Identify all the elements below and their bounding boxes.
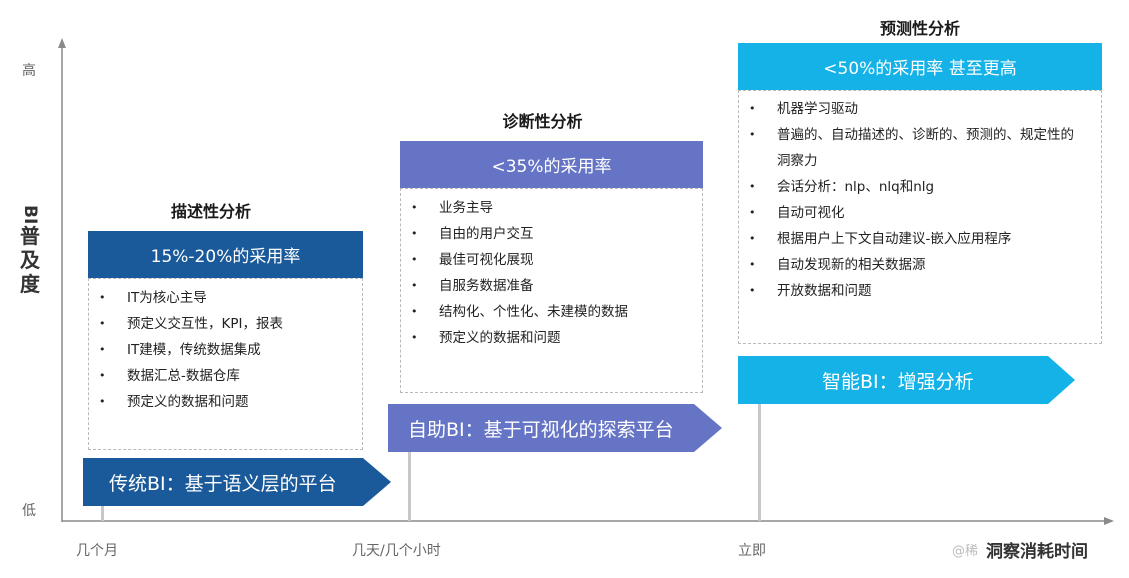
connector-line-2 xyxy=(408,450,411,521)
stage-2-list: 业务主导 自由的用户交互 最佳可视化展现 自服务数据准备 结构化、个性化、未建模… xyxy=(401,195,702,351)
y-title-bi: BI xyxy=(20,205,40,225)
x-tick-instant: 立即 xyxy=(738,543,766,559)
x-axis-title: 洞察消耗时间 xyxy=(986,542,1088,562)
list-item: 普遍的、自动描述的、诊断的、预测的、规定性的洞察力 xyxy=(739,122,1101,174)
stage-3-rate-bar: <50%的采用率 甚至更高 xyxy=(738,43,1102,90)
list-item: 自服务数据准备 xyxy=(401,273,702,299)
y-low-label: 低 xyxy=(22,503,36,519)
stage-1-card: IT为核心主导 预定义交互性，KPI，报表 IT建模，传统数据集成 数据汇总-数… xyxy=(88,278,363,450)
x-tick-months: 几个月 xyxy=(76,543,118,559)
stage-2-card: 业务主导 自由的用户交互 最佳可视化展现 自服务数据准备 结构化、个性化、未建模… xyxy=(400,188,703,393)
list-item: IT为核心主导 xyxy=(89,285,362,311)
stage-2-title: 诊断性分析 xyxy=(502,112,583,131)
list-item: 最佳可视化展现 xyxy=(401,247,702,273)
stage-1-arrow-shape xyxy=(83,458,391,506)
stage-1-title: 描述性分析 xyxy=(170,202,251,221)
list-item: 自动可视化 xyxy=(739,200,1101,226)
connector-line-3 xyxy=(758,404,761,521)
watermark-prefix: @稀 xyxy=(952,544,979,559)
list-item: 自由的用户交互 xyxy=(401,221,702,247)
stage-3-card: 机器学习驱动 普遍的、自动描述的、诊断的、预测的、规定性的洞察力 会话分析：nl… xyxy=(738,90,1102,344)
stage-3-list: 机器学习驱动 普遍的、自动描述的、诊断的、预测的、规定性的洞察力 会话分析：nl… xyxy=(739,96,1101,304)
stage-1-rate-bar: 15%-20%的采用率 xyxy=(88,231,363,278)
list-item: 预定义交互性，KPI，报表 xyxy=(89,311,362,337)
connector-line-1 xyxy=(101,505,104,521)
list-item: 根据用户上下文自动建议-嵌入应用程序 xyxy=(739,226,1101,252)
stage-3-title: 预测性分析 xyxy=(879,19,960,38)
y-high-label: 高 xyxy=(22,63,36,79)
stage-3-arrow-label: 智能BI：增强分析 xyxy=(822,370,974,393)
stage-1-arrow-label: 传统BI：基于语义层的平台 xyxy=(109,472,337,495)
x-tick-days-hours: 几天/几个小时 xyxy=(352,543,441,559)
list-item: 机器学习驱动 xyxy=(739,96,1101,122)
list-item: IT建模，传统数据集成 xyxy=(89,337,362,363)
list-item: 会话分析：nlp、nlq和nlg xyxy=(739,174,1101,200)
x-axis-arrowhead xyxy=(1104,517,1114,525)
list-item: 开放数据和问题 xyxy=(739,278,1101,304)
stage-2-rate-bar: <35%的采用率 xyxy=(400,141,703,188)
y-title-cn: 普及度 xyxy=(20,224,40,297)
stage-2-arrow-label: 自助BI：基于可视化的探索平台 xyxy=(408,418,674,441)
list-item: 自动发现新的相关数据源 xyxy=(739,252,1101,278)
list-item: 预定义的数据和问题 xyxy=(89,389,362,415)
stage-1-list: IT为核心主导 预定义交互性，KPI，报表 IT建模，传统数据集成 数据汇总-数… xyxy=(89,285,362,415)
stage-2-arrow-shape xyxy=(388,404,722,452)
list-item: 结构化、个性化、未建模的数据 xyxy=(401,299,702,325)
list-item: 数据汇总-数据仓库 xyxy=(89,363,362,389)
stage-3-arrow-shape xyxy=(738,356,1075,404)
list-item: 预定义的数据和问题 xyxy=(401,325,702,351)
y-axis-title: BI 普及度 xyxy=(18,205,42,296)
y-axis-arrowhead xyxy=(58,38,66,48)
list-item: 业务主导 xyxy=(401,195,702,221)
